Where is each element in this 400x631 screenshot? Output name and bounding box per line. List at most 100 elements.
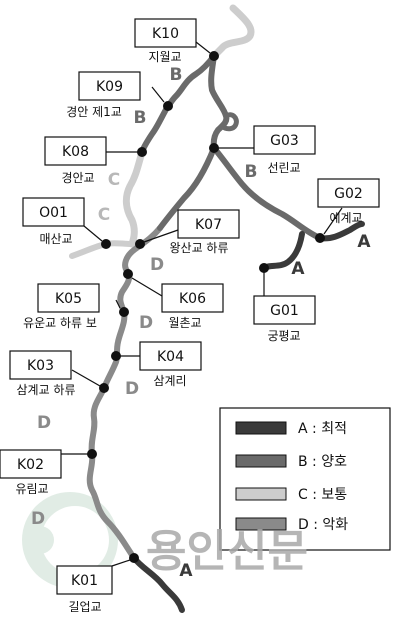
legend: A : 최적 B : 양호 C : 보통 D : 악화 (219, 407, 391, 551)
legend-label-a: A : 최적 (298, 421, 347, 437)
station-marker-k04 (111, 351, 121, 361)
river-segment-east-to-k07 (157, 145, 217, 231)
legend-label-d: D : 악화 (298, 517, 348, 533)
legend-swatch-a (235, 421, 287, 435)
station-box-k08 (44, 136, 107, 166)
station-markers (87, 51, 325, 563)
grade-letter-g02-segment: A (357, 232, 371, 252)
river-segment-g02-g01 (261, 231, 305, 271)
grade-letter-k10-segment: B (170, 65, 183, 85)
station-id-k01: K01 (71, 573, 98, 589)
grade-letter-k04-segment: D (125, 379, 139, 399)
station-box-k03 (9, 350, 72, 380)
legend-label-c: C : 보통 (298, 487, 347, 503)
station-box-k01 (56, 565, 113, 595)
station-name-texts: 지월교 경안 제1교 경안교 매산교 왕산교 하류 월촌교 유운교 하류 보 삼… (15, 50, 362, 614)
station-marker-k06 (123, 269, 133, 279)
station-marker-g03 (209, 143, 219, 153)
station-box-k05 (37, 283, 100, 313)
river-segment-k03-k02 (88, 385, 107, 457)
station-name-k02: 유림교 (15, 482, 48, 496)
station-id-k09: K09 (96, 79, 123, 95)
station-name-k07: 왕산교 하류 (169, 241, 228, 255)
river-segment-g02-east (317, 221, 365, 242)
grade-letter-k05-segment: D (139, 313, 153, 333)
station-id-o01: O01 (39, 205, 68, 221)
river-segment-k05-k03 (101, 309, 128, 391)
station-box-k06 (161, 283, 224, 313)
station-name-k04: 삼계리 (153, 374, 186, 388)
legend-swatch-b (235, 454, 287, 468)
station-id-k02: K02 (17, 457, 44, 473)
station-marker-k03 (99, 383, 109, 393)
river-segment-g03-g02 (211, 145, 323, 241)
station-name-k08: 경안교 (61, 171, 94, 185)
station-marker-k08 (137, 147, 147, 157)
river-segment-east-upper (208, 53, 230, 151)
grade-letter-k08-segment: C (108, 170, 120, 190)
grade-letter-g01-segment: A (291, 259, 305, 279)
station-name-k10: 지월교 (148, 50, 181, 64)
grade-letter-k03-segment: D (37, 413, 51, 433)
station-name-o01: 매산교 (39, 232, 72, 246)
station-marker-k10 (209, 51, 219, 61)
station-box-o01 (22, 197, 85, 227)
station-box-k09 (78, 71, 141, 101)
station-box-g02 (317, 178, 380, 208)
station-name-k09: 경안 제1교 (66, 105, 122, 119)
river-segment-k08-k07 (122, 148, 146, 248)
station-marker-k09 (163, 101, 173, 111)
watermark-text: 용인신문 (146, 526, 308, 577)
station-marker-g02 (315, 233, 325, 243)
watermark-logo (22, 492, 118, 588)
leader-lines (60, 41, 343, 567)
station-box-k07 (177, 209, 240, 239)
station-id-k05: K05 (55, 291, 82, 307)
station-id-k04: K04 (157, 349, 184, 365)
river-segment-g03-loop (219, 112, 239, 132)
grade-letter-k07-segment: D (150, 255, 164, 275)
station-name-k05: 유운교 하류 보 (23, 316, 97, 330)
river-segment-k09-k08 (139, 103, 171, 155)
grade-letter-g03-segment: B (245, 162, 258, 182)
station-marker-g01 (259, 263, 269, 273)
station-name-k01: 길업교 (68, 600, 101, 614)
station-id-g02: G02 (334, 186, 363, 202)
station-marker-k07 (135, 239, 145, 249)
grade-letter-k09-segment: B (134, 108, 147, 128)
legend-swatch-c (235, 487, 287, 501)
river-segment-k10-k09 (165, 53, 217, 109)
station-box-g03 (253, 125, 316, 155)
station-box-k10 (134, 18, 197, 48)
station-id-k08: K08 (62, 144, 89, 160)
legend-swatch-d (235, 517, 287, 531)
station-id-texts: K10 K09 K08 O01 K07 K06 K05 K04 K03 K02 … (17, 26, 363, 589)
station-name-g02: 예계교 (329, 211, 362, 225)
station-id-k03: K03 (27, 358, 54, 374)
river-segment-k02-k01 (86, 451, 137, 561)
station-boxes (0, 18, 380, 595)
station-name-k06: 월촌교 (168, 316, 201, 330)
station-box-g01 (253, 295, 316, 325)
station-marker-k02 (87, 449, 97, 459)
station-id-g03: G03 (270, 133, 299, 149)
station-box-k04 (139, 341, 202, 371)
station-id-k07: K07 (195, 217, 222, 233)
station-id-k10: K10 (152, 26, 179, 42)
station-box-k02 (0, 449, 62, 479)
station-marker-o01 (101, 239, 111, 249)
station-marker-k05 (119, 307, 129, 317)
river-segment-upper-tributary (210, 4, 255, 60)
station-name-g01: 궁평교 (267, 329, 300, 343)
station-id-k06: K06 (179, 291, 206, 307)
grade-letters: B B C C D D D D D A B A A (31, 65, 371, 581)
grade-letter-k01-segment: A (179, 561, 193, 581)
station-marker-k01 (129, 553, 139, 563)
legend-label-b: B : 양호 (298, 454, 347, 470)
grade-letter-k02-segment: D (31, 509, 45, 529)
station-name-k03: 삼계교 하류 (16, 383, 75, 397)
grade-letter-o01-segment: C (98, 205, 110, 225)
river-segment-k01-downstream (131, 555, 185, 613)
